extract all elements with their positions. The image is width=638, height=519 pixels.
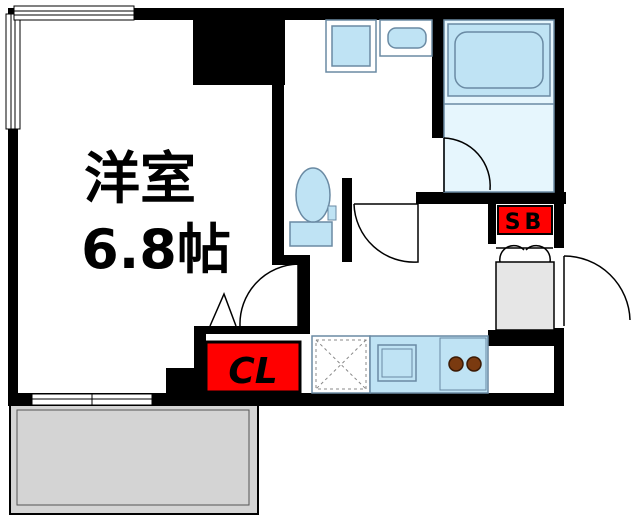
shoe-box-label: SB	[497, 205, 553, 235]
stove-burner-left	[448, 356, 464, 372]
top-window	[13, 5, 135, 21]
pillar-top	[193, 8, 285, 85]
toilet	[289, 167, 337, 247]
balcony-door	[31, 393, 153, 406]
closet-text: CL	[228, 351, 277, 392]
bathroom	[443, 19, 555, 193]
interior-walls	[194, 18, 566, 398]
closet-label: CL	[204, 340, 302, 394]
door-swings	[209, 137, 631, 327]
kitchen	[311, 335, 489, 394]
room-name: 洋室	[84, 147, 196, 212]
storage-area	[495, 261, 555, 331]
balcony	[9, 403, 259, 515]
outer-walls	[8, 8, 564, 406]
left-window	[5, 13, 21, 130]
washbasin	[325, 19, 377, 73]
room-size: 6.8帖	[81, 218, 231, 281]
vanity	[379, 19, 433, 57]
pillar-bottom	[166, 368, 194, 398]
shoe-box-text: SB	[505, 210, 546, 235]
stove-burner-right	[466, 356, 482, 372]
